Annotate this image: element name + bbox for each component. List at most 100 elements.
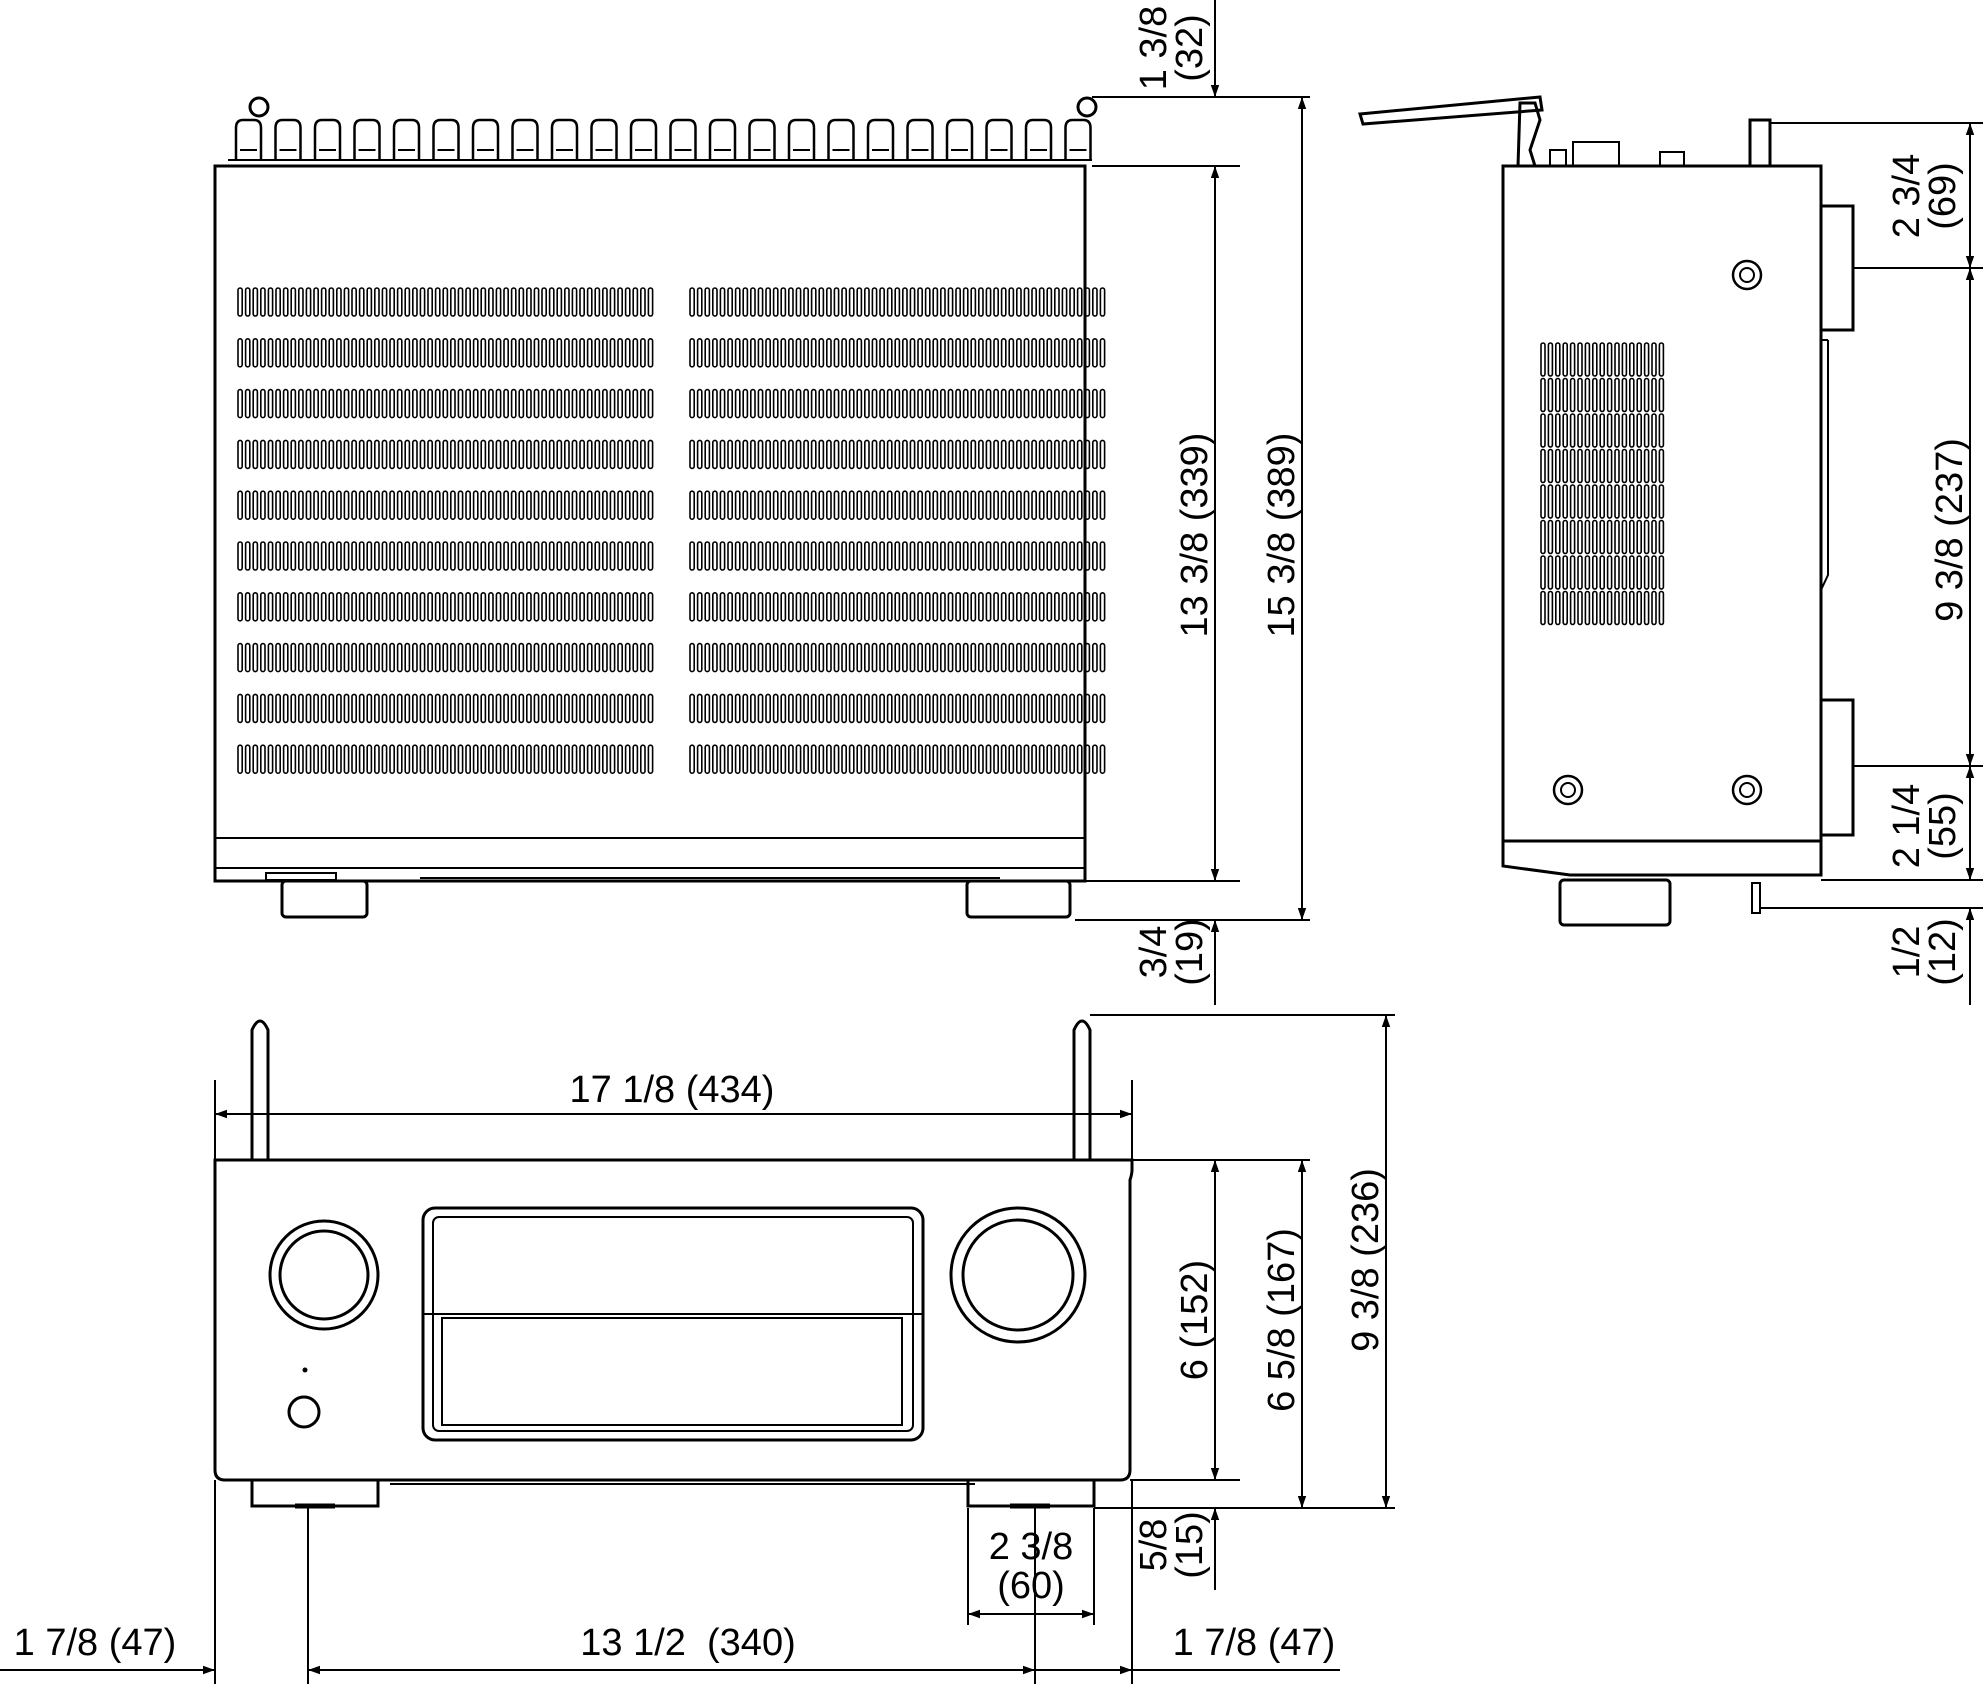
vent-slot xyxy=(533,287,540,317)
vent-slot xyxy=(803,541,809,571)
vent-slot xyxy=(841,693,847,724)
vent-slot xyxy=(1046,541,1053,571)
vent-slot xyxy=(1555,413,1561,448)
vent-slot xyxy=(389,287,395,317)
vent-slot xyxy=(389,744,395,775)
vent-slot xyxy=(442,337,449,368)
vent-slot xyxy=(1599,448,1605,484)
vent-slot xyxy=(917,744,923,775)
terminal-post xyxy=(511,118,539,160)
vent-slot xyxy=(886,642,893,673)
vent-slot xyxy=(932,642,939,673)
vent-slot xyxy=(1562,555,1568,590)
vent-slot xyxy=(1008,591,1015,622)
vent-slot xyxy=(879,693,885,724)
vent-slot xyxy=(985,693,992,724)
vent-slot xyxy=(909,490,916,521)
vent-slot xyxy=(939,541,946,571)
vent-slot xyxy=(472,642,479,673)
vent-slot xyxy=(609,388,616,419)
vent-slot xyxy=(632,744,639,775)
vent-slot xyxy=(1092,287,1098,317)
vent-slot xyxy=(742,693,749,724)
vent-slot xyxy=(955,439,961,470)
vent-slot xyxy=(1000,541,1007,571)
vent-slot xyxy=(689,642,695,673)
vent-slot xyxy=(1569,484,1576,519)
vent-slot xyxy=(1614,590,1620,626)
vent-slot xyxy=(841,287,847,317)
vent-slot xyxy=(787,744,794,775)
vent-slot xyxy=(1614,519,1620,555)
vent-slot xyxy=(932,591,939,622)
vent-slot xyxy=(1614,484,1620,519)
vent-slot xyxy=(624,287,631,317)
vent-slot xyxy=(449,287,456,317)
vent-slot xyxy=(457,388,464,419)
vent-slot xyxy=(541,287,547,317)
vent-slot xyxy=(833,287,840,317)
vent-slot xyxy=(856,541,863,571)
vent-slot xyxy=(465,541,471,571)
vent-slot xyxy=(727,744,733,775)
vent-slot xyxy=(970,642,977,673)
vent-slot xyxy=(689,490,695,521)
vent-slot xyxy=(366,388,373,419)
vent-slot xyxy=(495,693,502,724)
vent-slot xyxy=(571,591,578,622)
vent-slot xyxy=(1046,744,1053,775)
vent-slot xyxy=(442,490,449,521)
vent-slot xyxy=(563,439,570,470)
vent-slot xyxy=(856,744,863,775)
vent-slot xyxy=(571,693,578,724)
vent-slot xyxy=(1092,388,1098,419)
terminal-post xyxy=(748,118,776,160)
vent-slot xyxy=(290,541,297,571)
vent-slot xyxy=(617,388,623,419)
vent-slot xyxy=(970,490,977,521)
vent-slot xyxy=(1562,484,1568,519)
vent-slot xyxy=(267,337,274,368)
vent-slot xyxy=(1092,642,1098,673)
vent-slot xyxy=(909,744,916,775)
vent-slot xyxy=(970,337,977,368)
vent-slot xyxy=(1651,413,1657,448)
vent-slot xyxy=(503,388,509,419)
label-width: 17 1/8 (434) xyxy=(570,1069,775,1111)
vent-slot xyxy=(305,287,312,317)
vent-slot xyxy=(841,388,847,419)
vent-slot xyxy=(1046,388,1053,419)
vent-slot xyxy=(1054,490,1060,521)
vent-slot xyxy=(1092,337,1098,368)
vent-slot xyxy=(909,541,916,571)
rear-terminals xyxy=(234,118,1092,160)
vent-slot xyxy=(290,287,297,317)
foot-right xyxy=(965,879,1072,919)
vent-slot xyxy=(1540,484,1546,519)
vent-slot xyxy=(639,541,646,571)
vent-slot xyxy=(313,744,319,775)
vent-slot xyxy=(757,337,764,368)
vent-slot xyxy=(924,388,931,419)
vent-slot xyxy=(962,337,969,368)
vent-slot xyxy=(510,337,517,368)
vent-slot xyxy=(396,642,403,673)
vent-slot xyxy=(647,642,654,673)
front-view xyxy=(213,1019,1134,1509)
vent-slot xyxy=(320,490,327,521)
vent-slot xyxy=(290,642,297,673)
vent-slot xyxy=(518,388,525,419)
vent-slot xyxy=(624,490,631,521)
vent-slot xyxy=(237,642,243,673)
vent-slot xyxy=(833,388,840,419)
vent-slot xyxy=(275,541,281,571)
vent-slot xyxy=(624,591,631,622)
vent-slot xyxy=(787,287,794,317)
vent-slot xyxy=(419,287,426,317)
vent-slot xyxy=(389,642,395,673)
vent-slot xyxy=(886,693,893,724)
vent-slot xyxy=(977,439,984,470)
vent-slot xyxy=(1008,642,1015,673)
vent-slot xyxy=(871,490,878,521)
vent-slot xyxy=(993,642,999,673)
